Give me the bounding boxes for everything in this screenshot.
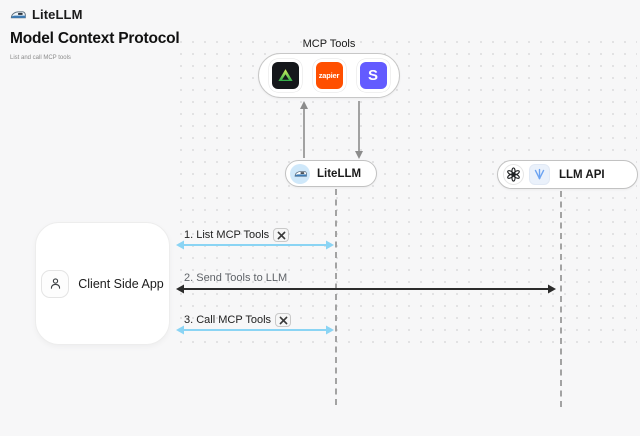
step1-label-row: 1. List MCP Tools	[184, 228, 290, 242]
step3-label-row: 3. Call MCP Tools	[184, 313, 292, 327]
step2-arrow	[176, 284, 556, 294]
litellm-node: LiteLLM	[285, 160, 377, 187]
brand: LiteLLM	[10, 7, 83, 22]
zapier-wordmark: zapier	[318, 71, 340, 80]
step1-arrow	[176, 240, 334, 250]
tools-badge-icon	[273, 228, 290, 242]
page-title: Model Context Protocol	[10, 30, 180, 47]
mcp-tools-label: MCP Tools	[302, 38, 356, 50]
client-side-app-label: Client Side App	[78, 276, 164, 291]
brand-name: LiteLLM	[32, 7, 83, 22]
page-subtitle: List and call MCP tools	[10, 55, 71, 61]
step2-label-row: 2. Send Tools to LLM	[184, 272, 287, 284]
mcp-to-litellm-arrow	[355, 101, 363, 159]
stripe-icon: S	[359, 62, 387, 89]
llm-api-node-label: LLM API	[559, 168, 605, 181]
tools-badge-icon	[275, 313, 292, 327]
step3-label: 3. Call MCP Tools	[184, 314, 272, 326]
llm-api-node: LLM API	[497, 160, 638, 189]
step1-label: 1. List MCP Tools	[184, 229, 270, 241]
litellm-to-mcp-arrow	[300, 101, 308, 158]
step2-label: 2. Send Tools to LLM	[184, 272, 288, 284]
user-icon	[41, 269, 70, 298]
litellm-train-icon	[10, 11, 26, 19]
green-triangle-logo-icon	[271, 62, 299, 89]
client-side-app-node: Client Side App	[35, 222, 170, 345]
stripe-letter: S	[367, 67, 378, 84]
litellm-logo-icon	[290, 163, 310, 184]
litellm-node-label: LiteLLM	[317, 167, 362, 180]
openai-icon	[503, 164, 524, 185]
zapier-icon: zapier	[315, 62, 343, 89]
llm-provider-icon	[529, 164, 550, 185]
mcp-tools-box: zapier S	[258, 53, 400, 98]
step3-arrow	[176, 325, 334, 335]
